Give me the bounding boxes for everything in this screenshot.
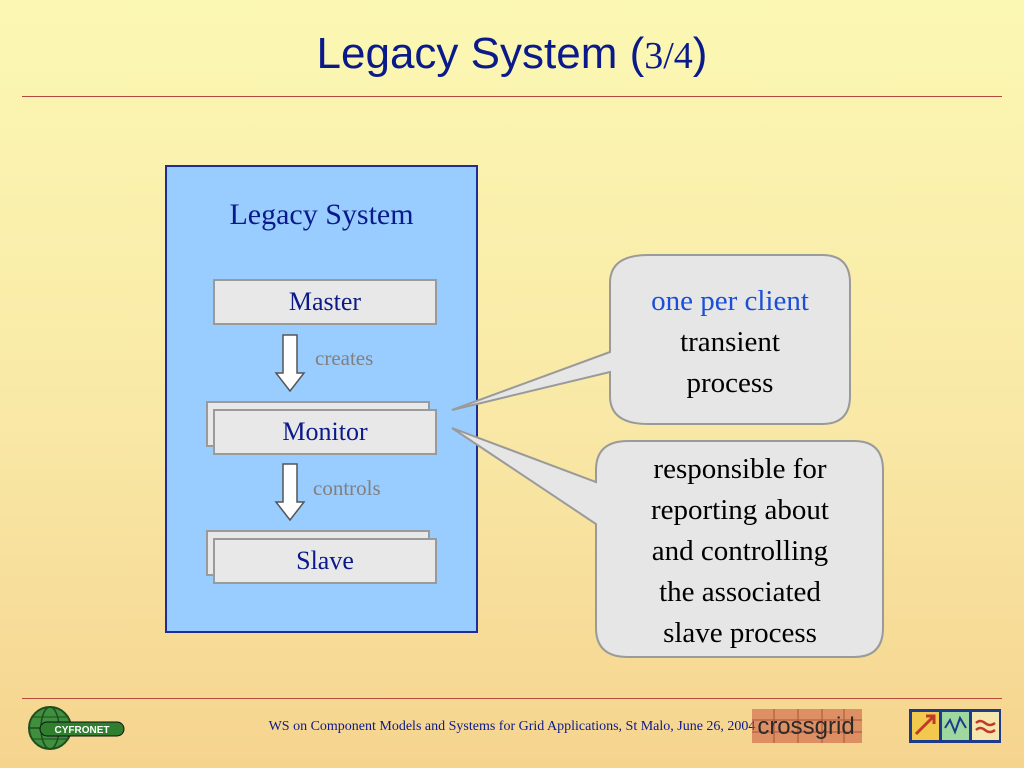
top-callout-bubble (451, 254, 851, 425)
legacy-system-label: Legacy System (229, 198, 414, 231)
title-divider (22, 96, 1002, 97)
title-close: ) (692, 29, 708, 78)
monitor-label: Monitor (282, 417, 368, 446)
creates-arrow (274, 334, 306, 393)
title-fraction: 3/4 (644, 35, 693, 77)
top-callout-highlight: one per client (651, 285, 809, 317)
partner-logos (909, 709, 1001, 743)
top-callout-text: one per client transient process (612, 281, 848, 404)
master-label: Master (288, 287, 362, 316)
cyfronet-logo: CYFRONET (28, 706, 125, 750)
controls-arrow (274, 463, 306, 522)
bottom-callout-line1: responsible for (653, 453, 827, 485)
cyfronet-logo-text: CYFRONET (55, 725, 110, 736)
slave-label: Slave (296, 546, 354, 575)
crossgrid-logo-text: crossgrid (757, 713, 854, 740)
bottom-callout-line2: reporting about (651, 494, 829, 526)
slide-title: Legacy System (3/4) (0, 29, 1024, 78)
top-callout-line3: process (686, 367, 774, 399)
title-text: Legacy System ( (316, 29, 645, 78)
bottom-callout-text: responsible for reporting about and cont… (600, 449, 880, 654)
creates-label: creates (315, 346, 374, 370)
controls-label: controls (313, 476, 381, 500)
bottom-callout-line4: the associated (659, 576, 821, 608)
bottom-callout-line5: slave process (663, 617, 817, 649)
monitor-node: Monitor (213, 409, 437, 455)
slave-node: Slave (213, 538, 437, 584)
bottom-callout-line3: and controlling (651, 535, 829, 567)
top-callout-line2: transient (680, 326, 780, 358)
bottom-callout-bubble (451, 427, 884, 658)
footer-divider (22, 698, 1002, 699)
crossgrid-logo: crossgrid (752, 709, 862, 743)
footer-text: WS on Component Models and Systems for G… (268, 719, 756, 734)
master-node: Master (213, 279, 437, 325)
